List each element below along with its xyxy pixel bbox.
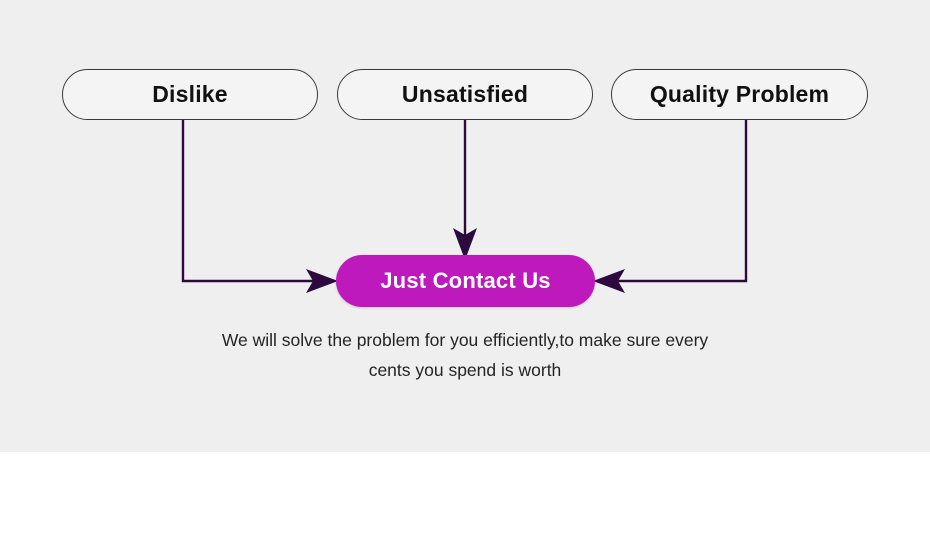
reason-pill-label: Dislike — [152, 81, 228, 107]
subtitle-line-1: We will solve the problem for you effici… — [221, 330, 709, 350]
subtitle-line-2: cents you spend is worth — [368, 360, 562, 380]
contact-us-label: Just Contact Us — [380, 268, 551, 293]
contact-us-button[interactable]: Just Contact Us — [336, 255, 595, 307]
reason-pill-dislike[interactable]: Dislike — [62, 69, 318, 120]
reason-pill-quality-problem[interactable]: Quality Problem — [611, 69, 868, 120]
subtitle-text: We will solve the problem for you effici… — [125, 325, 805, 385]
reason-pill-label: Unsatisfied — [401, 81, 529, 107]
reason-pill-unsatisfied[interactable]: Unsatisfied — [337, 69, 593, 120]
reason-pill-label: Quality Problem — [649, 81, 830, 107]
